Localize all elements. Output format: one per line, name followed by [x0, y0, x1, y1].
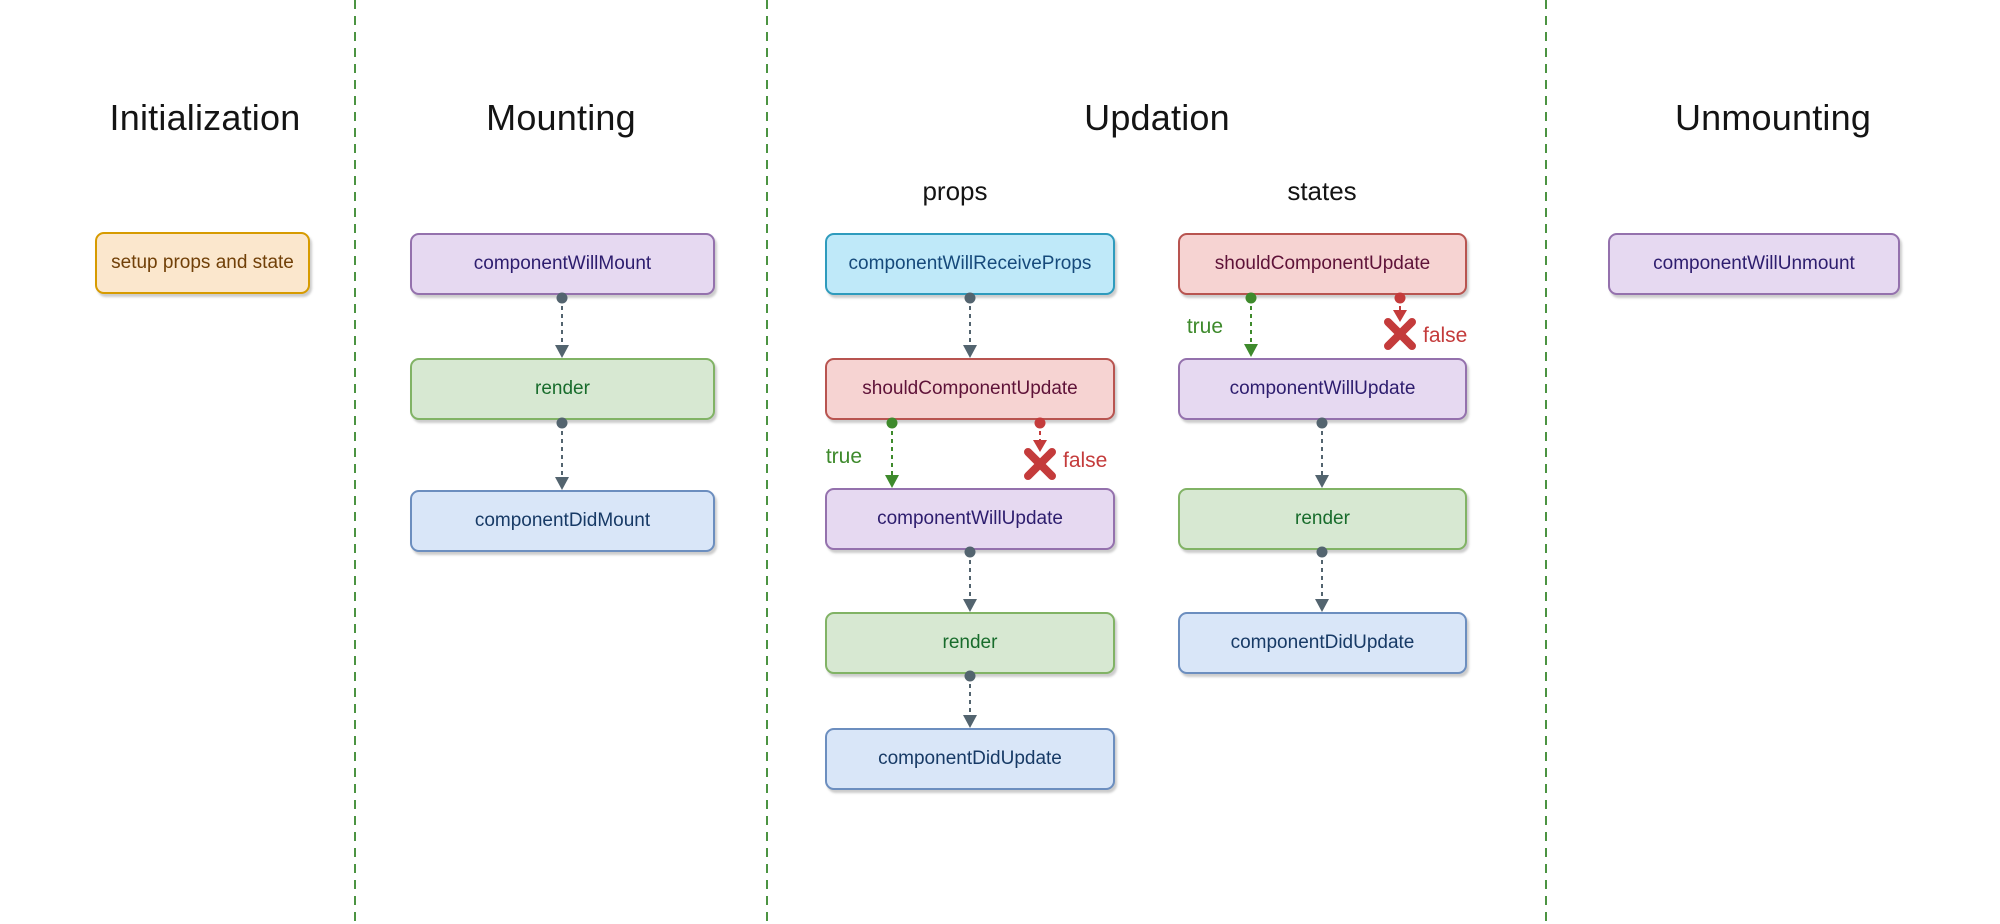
arrow-willreceiveprops-to-shouldupdate: [963, 292, 977, 358]
arrow-true-branch-states: [1244, 292, 1258, 357]
arrow-false-branch-states: [1384, 292, 1416, 350]
lifecycle-box-componentwillreceiveprops: componentWillReceiveProps: [825, 233, 1115, 295]
arrow-willupdate-to-render-props: [963, 546, 977, 612]
lifecycle-box-componentwillunmount: componentWillUnmount: [1608, 233, 1900, 295]
arrow-false-branch-props: [1024, 417, 1056, 480]
lifecycle-box-setup-props-and-state: setup props and state: [95, 232, 310, 294]
lifecycle-box-componentdidmount: componentDidMount: [410, 490, 715, 552]
column-title-states: states: [1287, 176, 1357, 206]
lifecycle-box-shouldcomponentupdate-states: shouldComponentUpdate: [1178, 233, 1467, 295]
column-title-props: props: [922, 176, 988, 206]
lifecycle-box-componentdidupdate-states: componentDidUpdate: [1178, 612, 1467, 674]
branch-label-true-states: true: [1186, 315, 1223, 338]
separator-line-1: [354, 0, 356, 924]
branch-label-false-props: false: [1063, 449, 1108, 472]
arrow-render-to-didmount: [555, 417, 569, 490]
section-title-updation: Updation: [1084, 97, 1230, 138]
lifecycle-box-shouldcomponentupdate-props: shouldComponentUpdate: [825, 358, 1115, 420]
branch-label-false-states: false: [1423, 324, 1468, 347]
lifecycle-box-render-props: render: [825, 612, 1115, 674]
separator-line-2: [766, 0, 768, 924]
branch-label-true-props: true: [825, 445, 862, 468]
arrow-true-branch-props: [885, 417, 899, 488]
lifecycle-box-componentwillupdate-states: componentWillUpdate: [1178, 358, 1467, 420]
arrow-render-to-didupdate-states: [1315, 546, 1329, 612]
lifecycle-box-componentdidupdate-props: componentDidUpdate: [825, 728, 1115, 790]
section-title-initialization: Initialization: [109, 97, 301, 138]
lifecycle-box-render-states: render: [1178, 488, 1467, 550]
arrow-willupdate-to-render-states: [1315, 417, 1329, 488]
lifecycle-box-render-mounting: render: [410, 358, 715, 420]
lifecycle-box-componentwillmount: componentWillMount: [410, 233, 715, 295]
lifecycle-box-componentwillupdate-props: componentWillUpdate: [825, 488, 1115, 550]
separator-line-3: [1545, 0, 1547, 924]
arrow-render-to-didupdate-props: [963, 670, 977, 728]
false-x-icon: [1024, 448, 1056, 480]
section-title-unmounting: Unmounting: [1674, 97, 1872, 138]
section-title-mounting: Mounting: [486, 97, 636, 138]
false-x-icon: [1384, 318, 1416, 350]
arrow-willmount-to-render: [555, 292, 569, 358]
